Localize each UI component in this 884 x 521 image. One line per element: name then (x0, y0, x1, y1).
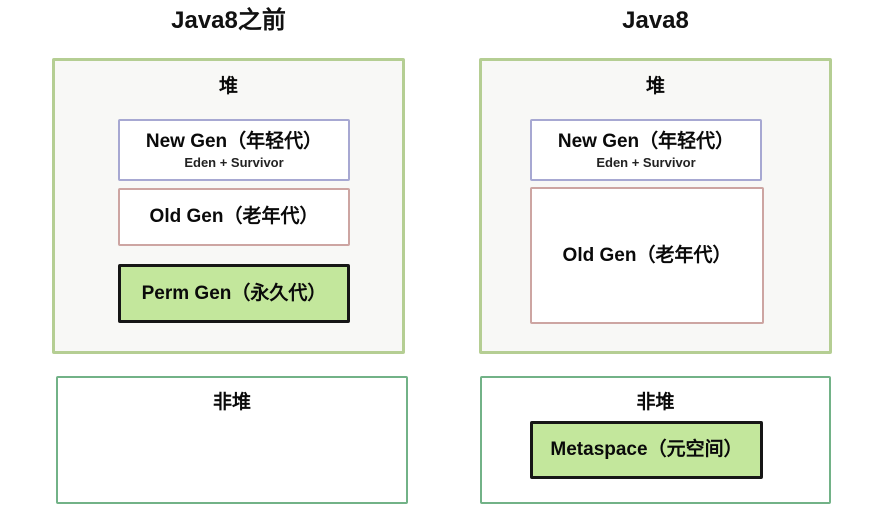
old-gen-title: Old Gen（老年代） (562, 244, 732, 266)
new-gen-title: New Gen（年轻代） (145, 130, 323, 152)
new-gen-title: New Gen（年轻代） (557, 130, 735, 152)
heap-box-before-java8: 堆 New Gen（年轻代） Eden + Survivor Old Gen（老… (52, 58, 405, 354)
perm-gen-title: Perm Gen（永久代） (141, 282, 327, 304)
metaspace-title: Metaspace（元空间） (550, 439, 743, 461)
old-gen-box: Old Gen（老年代） (530, 187, 764, 324)
column-title-java8: Java8 (622, 7, 689, 34)
non-heap-box-java8: 非堆 Metaspace（元空间） (480, 376, 831, 504)
heap-box-java8: 堆 New Gen（年轻代） Eden + Survivor Old Gen（老… (479, 58, 832, 354)
new-gen-box: New Gen（年轻代） Eden + Survivor (118, 119, 350, 181)
new-gen-subtitle: Eden + Survivor (596, 155, 696, 171)
column-title-before-java8: Java8之前 (171, 7, 286, 34)
heap-label: 堆 (645, 76, 665, 97)
old-gen-box: Old Gen（老年代） (118, 188, 350, 246)
new-gen-box: New Gen（年轻代） Eden + Survivor (530, 119, 762, 181)
old-gen-title: Old Gen（老年代） (149, 206, 319, 228)
metaspace-box: Metaspace（元空间） (530, 421, 763, 479)
non-heap-label: 非堆 (212, 392, 251, 413)
new-gen-subtitle: Eden + Survivor (184, 155, 284, 171)
perm-gen-box: Perm Gen（永久代） (118, 264, 350, 323)
heap-label: 堆 (218, 76, 238, 97)
non-heap-label: 非堆 (636, 392, 675, 413)
non-heap-box-before-java8: 非堆 (56, 376, 408, 504)
